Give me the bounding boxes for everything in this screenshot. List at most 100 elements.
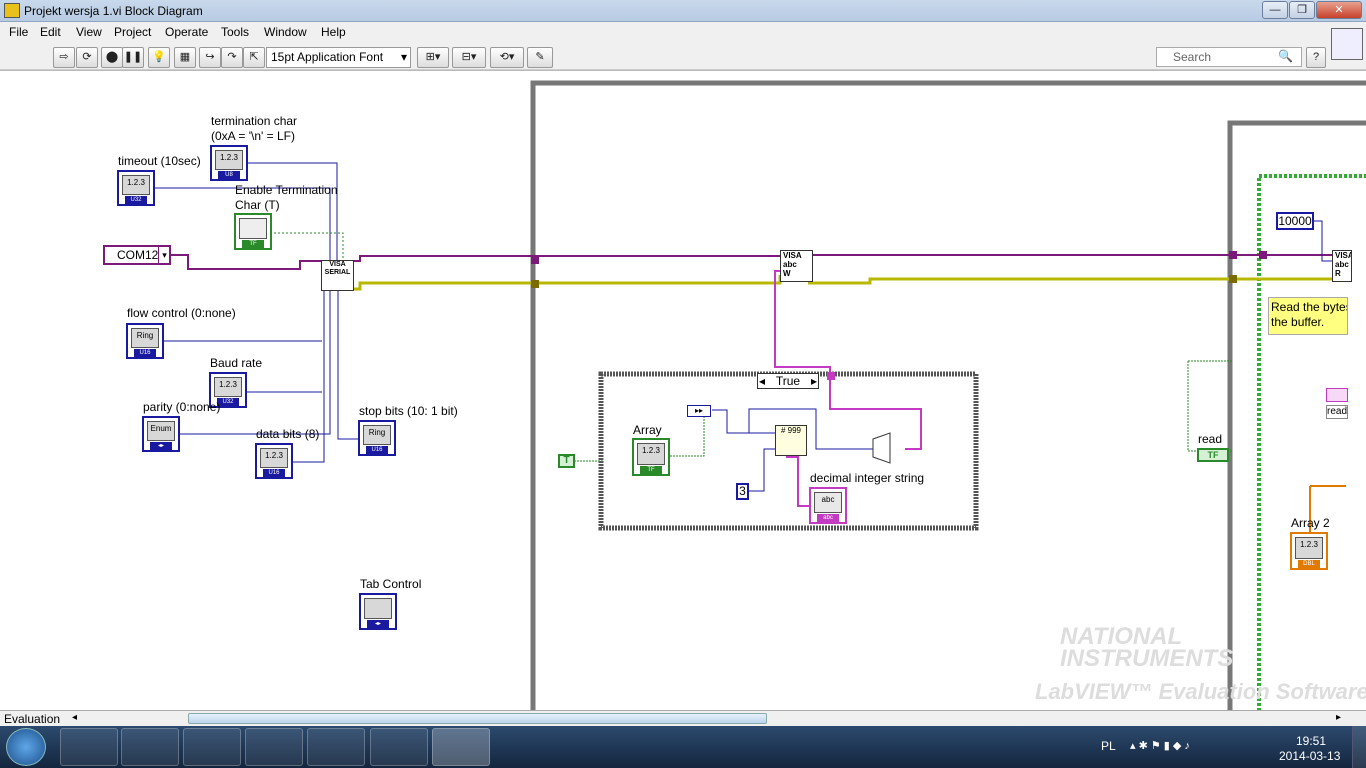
decimal-integer-string-label: decimal integer string [810, 471, 925, 485]
highlight-execution-icon[interactable]: 💡 [148, 47, 170, 68]
labview-app-icon [4, 3, 20, 18]
menu-window[interactable]: Window [264, 25, 307, 39]
parity-label: parity (0:none) [143, 400, 221, 414]
show-desktop-button[interactable] [1352, 726, 1366, 768]
internet-explorer-icon[interactable] [60, 728, 118, 766]
start-button[interactable] [6, 728, 46, 766]
array-type: TF [640, 466, 662, 474]
labview-taskbar-icon[interactable] [432, 728, 490, 766]
media-player-icon[interactable] [307, 728, 365, 766]
context-help-button[interactable]: ? [1306, 47, 1326, 68]
enable-termination-terminal[interactable]: TF [234, 213, 272, 250]
menu-edit[interactable]: Edit [40, 25, 61, 39]
read-boolean-terminal[interactable]: TF [1197, 448, 1229, 462]
retain-wire-values-icon[interactable]: ▦ [174, 47, 196, 68]
menu-operate[interactable]: Operate [165, 25, 209, 39]
block-diagram-canvas[interactable]: termination char (0xA = '\n' = LF) 1.2.3… [0, 70, 1366, 710]
case-selector[interactable]: ◂True▸ [757, 373, 819, 389]
stop-bits-value: Ring [363, 425, 391, 445]
step-over-icon[interactable]: ↷ [221, 47, 243, 68]
array-label: Array [633, 423, 662, 437]
baud-rate-type: U32 [217, 398, 239, 406]
stop-bits-type: U16 [366, 446, 388, 454]
chevron-down-icon: ▾ [400, 50, 407, 64]
visa-read-node[interactable]: VISA abc R [1332, 250, 1352, 282]
run-arrow-icon[interactable]: ⇨ [53, 47, 75, 68]
wires-layer [155, 80, 1366, 710]
read-label: read [1198, 432, 1223, 446]
tab-control-terminal[interactable]: ◂▸ [359, 593, 397, 630]
stop-bits-label: stop bits (10: 1 bit) [359, 404, 458, 418]
tab-control-type: ◂▸ [367, 620, 389, 628]
clock-time[interactable]: 19:51 [1296, 734, 1327, 748]
step-out-icon[interactable]: ⇱ [243, 47, 265, 68]
tray-icons[interactable]: ▴ ✱ ⚑ ▮ ◆ ♪ [1130, 740, 1190, 752]
menu-help[interactable]: Help [321, 25, 346, 39]
scroll-right-icon[interactable]: ▸ [1336, 712, 1342, 723]
font-selector[interactable]: 15pt Application Font▾ [266, 47, 411, 68]
tab-control-value [364, 598, 392, 619]
align-objects-icon[interactable]: ⊞▾ [417, 47, 449, 68]
toolbar: ⇨ ⟳ ⬤ ❚❚ 💡 ▦ ↪ ↷ ⇱ 15pt Application Font… [0, 28, 1366, 70]
menu-view[interactable]: View [76, 25, 102, 39]
parity-type: ◂▸ [150, 442, 172, 450]
vi-icon[interactable] [1331, 28, 1363, 60]
constant-10000[interactable]: 10000 [1276, 212, 1314, 230]
string-type: abc [817, 514, 839, 522]
scroll-left-icon[interactable]: ◂ [72, 712, 78, 723]
reorder-icon[interactable]: ⟲▾ [490, 47, 524, 68]
clean-up-diagram-icon[interactable]: ✎ [527, 47, 553, 68]
close-button[interactable]: ✕ [1316, 1, 1362, 19]
chevron-left-icon[interactable]: ◂ [759, 374, 766, 388]
array-icon: 1.2.3 [637, 443, 665, 465]
parity-value: Enum [147, 421, 175, 441]
maximize-button[interactable]: ❐ [1289, 1, 1315, 19]
tab-control-label: Tab Control [360, 577, 422, 591]
minimize-button[interactable]: — [1262, 1, 1288, 19]
number-to-decimal-string-node[interactable]: # 999 [775, 425, 807, 456]
pdf-reader-icon[interactable] [370, 728, 428, 766]
parity-terminal[interactable]: Enum◂▸ [142, 416, 180, 452]
abort-icon[interactable]: ⬤ [101, 47, 123, 68]
file-explorer-icon[interactable] [121, 728, 179, 766]
flow-control-type: U16 [134, 349, 156, 357]
status-bar: Evaluation ◂ ▸ [0, 710, 1366, 726]
visa-write-node[interactable]: VISA abc W [780, 250, 813, 282]
pause-icon[interactable]: ❚❚ [122, 47, 144, 68]
distribute-objects-icon[interactable]: ⊟▾ [452, 47, 486, 68]
search-input[interactable]: Search [1156, 47, 1302, 67]
chrome-icon[interactable] [183, 728, 241, 766]
menu-project[interactable]: Project [114, 25, 152, 39]
sequence-frame [1257, 174, 1366, 710]
firefox-icon[interactable] [245, 728, 303, 766]
array-to-number-node[interactable]: ▸▸ [687, 405, 711, 417]
true-constant[interactable]: T [558, 454, 575, 468]
menu-bar: File Edit View Project Operate Tools Win… [0, 22, 1366, 44]
com-port-constant[interactable]: COM12▾ [103, 245, 171, 265]
string-terminal-icon[interactable] [1326, 388, 1348, 402]
run-continuously-icon[interactable]: ⟳ [76, 47, 98, 68]
visa-configure-serial-node[interactable]: VISA SERIAL [321, 260, 354, 291]
menu-file[interactable]: File [9, 25, 29, 39]
enable-termination-type: TF [242, 240, 264, 248]
chevron-right-icon[interactable]: ▸ [810, 374, 817, 388]
array-2-label: Array 2 [1291, 516, 1330, 530]
horizontal-scrollbar-thumb[interactable] [188, 713, 767, 724]
language-indicator[interactable]: PL [1101, 739, 1116, 753]
constant-3[interactable]: 3 [736, 483, 749, 500]
flow-control-value: Ring [131, 328, 159, 348]
menu-tools[interactable]: Tools [221, 25, 250, 39]
clock-date[interactable]: 2014-03-13 [1279, 749, 1341, 763]
step-into-icon[interactable]: ↪ [199, 47, 221, 68]
data-bits-label: data bits (8) [256, 427, 320, 441]
flow-control-label: flow control (0:none) [127, 306, 236, 320]
